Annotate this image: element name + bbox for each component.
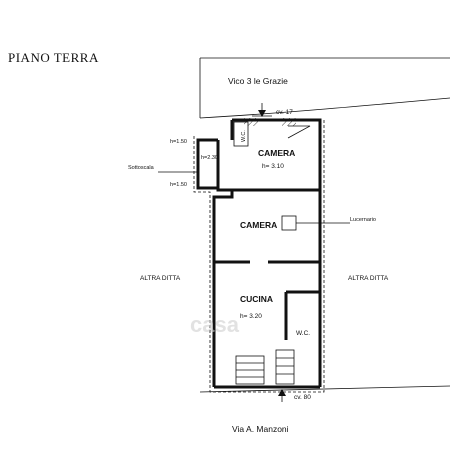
left-neighbor-label: ALTRA DITTA	[140, 275, 181, 282]
right-neighbor-label: ALTRA DITTA	[348, 275, 389, 282]
entrance-top-marker	[252, 103, 272, 117]
cucina-height: h= 3.20	[240, 313, 262, 320]
wc-bottom-label: W.C.	[296, 330, 310, 337]
wc-top-label: W.C.	[241, 130, 247, 142]
watermark-text: casa	[190, 312, 240, 337]
height-label-3: h=1.50	[170, 182, 187, 188]
height-label-1: h=1.50	[170, 139, 187, 145]
camera-mid-name: CAMERA	[240, 220, 277, 230]
street-bottom-line	[199, 385, 450, 393]
understairs-label: Sottoscala	[128, 165, 155, 171]
building-walls	[196, 118, 322, 389]
street-bottom-label: Via A. Manzoni	[232, 424, 289, 434]
plan-title: PIANO TERRA	[8, 50, 99, 65]
stairs	[235, 349, 295, 385]
camera-top-height: h= 3.10	[262, 163, 284, 170]
skylight-label: Lucernario	[350, 217, 376, 223]
civic-bottom-label: cv. 80	[294, 394, 311, 401]
civic-top-label: cv. 17	[276, 109, 293, 116]
entrance-bottom-marker	[278, 389, 286, 402]
height-label-2: h=2.30	[201, 155, 218, 161]
cucina-name: CUCINA	[240, 294, 273, 304]
boundary-dashed	[193, 120, 325, 393]
camera-top-name: CAMERA	[258, 148, 295, 158]
skylight-icon	[281, 215, 297, 231]
wall-hatch-top-right	[282, 118, 296, 126]
wc-top-room	[233, 121, 311, 147]
street-top-outline	[199, 57, 450, 119]
street-top-label: Vico 3 le Grazie	[228, 76, 288, 86]
wall-hatch-top	[244, 118, 258, 126]
